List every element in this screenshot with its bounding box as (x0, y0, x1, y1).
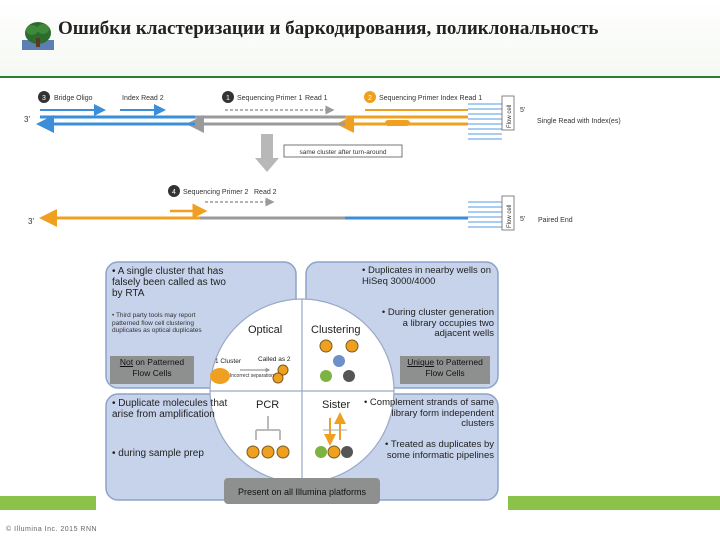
title-divider (0, 76, 720, 78)
optical-bullet-1: • A single cluster that has falsely been… (112, 266, 226, 299)
pcr-bullet-2: • during sample prep (112, 448, 204, 459)
step-1-marker (222, 91, 234, 103)
top-3-prime-end: 3' (24, 115, 30, 124)
step-2-number: 2 (368, 95, 372, 102)
turnaround-arrow-icon (255, 134, 279, 172)
clustering-bullet-2: • During cluster generation a library oc… (381, 308, 494, 339)
footer-copyright: © Illumina Inc. 2015 RNN (6, 526, 98, 533)
seq-primer2-label: Sequencing Primer 2 (183, 189, 248, 196)
bottom-3-prime-end: 3' (28, 217, 34, 226)
title-bar (0, 0, 720, 78)
flow-cell-bottom (468, 195, 515, 234)
turnaround-box (283, 144, 403, 158)
sister-bullet-1: • Complement strands of same library for… (363, 398, 494, 429)
sequencing-diagram: 3 Bridge Oligo Index Read 2 1 Sequencing… (24, 91, 621, 504)
paired-end-label: Paired End (538, 217, 573, 224)
index-block (385, 120, 410, 126)
clustering-badge-unique: Unique (407, 357, 435, 367)
clustering-badge-rest: to Patterned Flow Cells (425, 357, 483, 378)
optical-badge-rest: on Patterned Flow Cells (132, 357, 185, 378)
step-4-marker (168, 185, 180, 197)
bottom-5-prime-end: 5' (520, 216, 525, 223)
seq-primer1-label: Sequencing Primer 1 (237, 95, 302, 102)
one-cluster-label: 1 Cluster (215, 358, 242, 365)
top-5-prime-end: 5' (520, 107, 525, 114)
called-cluster-b (272, 372, 284, 384)
clustering-label: Clustering (311, 324, 361, 336)
cluster-dot-orange-2 (345, 339, 359, 353)
clustering-bullet-1: • Duplicates in nearby wells on HiSeq 30… (362, 266, 492, 287)
pcr-tree-icon (246, 416, 290, 459)
read1-label: Read 1 (305, 95, 328, 102)
bottom-strand-group: 4 Sequencing Primer 2 Read 2 3' Flow cel… (28, 185, 573, 234)
optical-badge-not: Not (119, 357, 134, 367)
pcr-label: PCR (256, 399, 279, 411)
decorative-band-right (508, 496, 720, 510)
optical-bullet-2: • Third party tools may report patterned… (112, 312, 202, 334)
all-platforms-badge (224, 478, 380, 504)
bridge-oligo-label: Bridge Oligo (54, 95, 93, 102)
optical-badge (110, 356, 194, 384)
seq-primer-index1-label: Sequencing Primer Index Read 1 (379, 95, 482, 102)
tree-logo-icon (22, 22, 54, 50)
flow-cell-top-label: Flow cell (507, 105, 513, 128)
called-cluster-a (277, 364, 289, 376)
optical-label: Optical (248, 324, 282, 336)
clustering-badge (400, 356, 490, 384)
sister-label: Sister (322, 399, 350, 411)
page-title: Ошибки кластеризации и баркодирования, п… (58, 18, 599, 39)
turnaround-label: same cluster after turn-around (299, 149, 386, 156)
all-platforms-label: Present on all Illumina platforms (238, 487, 367, 497)
index-read2-label: Index Read 2 (122, 95, 164, 102)
cluster-dot-orange-1 (319, 339, 333, 353)
step-4-number: 4 (172, 189, 176, 196)
pcr-bullet-1: • Duplicate molecules that arise from am… (112, 398, 228, 420)
single-cluster-blob (210, 368, 230, 384)
incorrect-separation-label: Incorrect separation (230, 373, 274, 379)
read2-label: Read 2 (254, 189, 277, 196)
decorative-band-left (0, 496, 96, 510)
sister-bullet-2: • Treated as duplicates by some informat… (385, 440, 494, 461)
flow-cell-top (468, 95, 515, 146)
sister-strands-icon (315, 412, 353, 459)
step-3-marker (38, 91, 50, 103)
called-as-2-label: Called as 2 (258, 356, 291, 363)
step-2-marker (364, 91, 376, 103)
step-3-number: 3 (42, 95, 46, 102)
cluster-dot-gray (343, 370, 355, 382)
flow-cell-bottom-label: Flow cell (507, 205, 513, 228)
single-read-label: Single Read with Index(es) (537, 118, 621, 125)
cluster-dot-blue (333, 355, 345, 367)
top-strand-group: 3 Bridge Oligo Index Read 2 1 Sequencing… (24, 91, 621, 146)
cluster-dot-green (320, 370, 332, 382)
step-1-number: 1 (226, 95, 230, 102)
